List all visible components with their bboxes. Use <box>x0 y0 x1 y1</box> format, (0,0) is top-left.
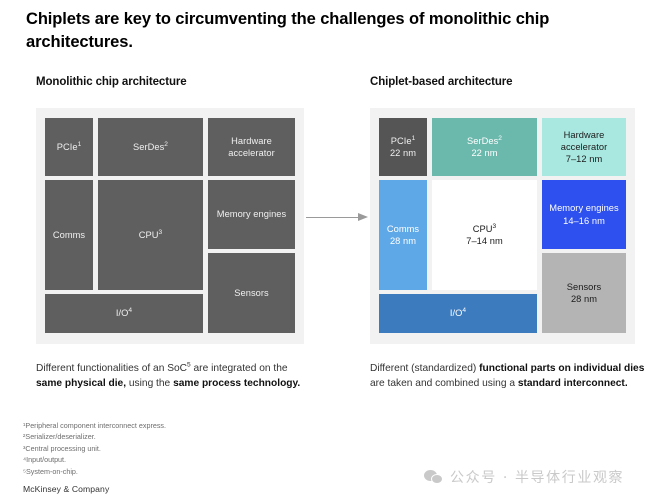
flow-arrow-icon <box>306 213 368 222</box>
wechat-icon <box>424 469 443 485</box>
chiplet-io-label: I/O <box>449 308 463 319</box>
footnote-4: ⁴Input/output. <box>23 455 67 465</box>
mono-memory-label: Memory engines <box>216 209 287 220</box>
arrow-shaft <box>306 217 358 218</box>
monolithic-diagram-panel: PCIe1 SerDes2 Hardware accelerator Comms… <box>36 108 304 344</box>
right-panel-heading: Chiplet-based architecture <box>370 76 513 88</box>
mono-caption-text-2: are integrated on the <box>190 363 288 374</box>
arrow-head <box>358 213 368 221</box>
mono-block-sensors: Sensors <box>208 253 295 333</box>
chiplet-block-memory-engines: Memory engines 14–16 nm <box>542 180 626 249</box>
page-title: Chiplets are key to circumventing the ch… <box>26 10 550 51</box>
chiplet-pcie-node: 22 nm <box>389 148 417 158</box>
mono-block-pcie: PCIe1 <box>45 118 93 176</box>
chiplet-diagram-panel: PCIe1 22 nm SerDes2 22 nm Hardware accel… <box>370 108 635 344</box>
mono-block-io: I/O4 <box>45 294 203 333</box>
mono-cpu-label: CPU <box>138 229 159 240</box>
mono-caption-footnote-marker: 5 <box>187 361 191 369</box>
mono-serdes-footnote-marker: 2 <box>164 140 169 148</box>
chiplet-block-hardware-accelerator: Hardware accelerator 7–12 nm <box>542 118 626 176</box>
chiplet-serdes-footnote-marker: 2 <box>498 134 503 142</box>
mono-hwaccel-label: Hardware accelerator <box>228 135 275 158</box>
chiplet-caption-text-2: are taken and combined using a <box>370 377 518 389</box>
mono-block-cpu: CPU3 <box>98 180 203 290</box>
chiplet-comms-node: 28 nm <box>389 236 417 246</box>
chiplet-hwaccel-label: Hardware accelerator <box>560 129 608 152</box>
mono-block-memory-engines: Memory engines <box>208 180 295 249</box>
mono-pcie-label: PCIe <box>56 141 78 152</box>
mono-block-serdes: SerDes2 <box>98 118 203 176</box>
chiplet-cpu-node: 7–14 nm <box>466 236 503 246</box>
mono-caption-text-3: using the <box>126 377 174 389</box>
footnote-3: ³Central processing unit. <box>23 443 101 453</box>
footnotes: ¹Peripheral component interconnect expre… <box>23 420 423 477</box>
chiplet-caption-bold-1: functional parts on individual dies <box>479 363 645 374</box>
chiplet-pcie-label: PCIe <box>390 135 412 146</box>
chiplet-cpu-label: CPU <box>472 223 493 234</box>
footnote-2: ²Serializer/deserializer. <box>23 432 96 442</box>
chiplet-sensors-node: 28 nm <box>570 294 598 304</box>
footnote-1: ¹Peripheral component interconnect expre… <box>23 421 167 430</box>
wechat-bubble-back <box>424 469 437 481</box>
chiplet-io-footnote-marker: 4 <box>462 307 467 315</box>
chiplet-caption-bold-2: standard interconnect. <box>517 377 628 389</box>
chiplet-block-pcie: PCIe1 22 nm <box>379 118 427 176</box>
chiplet-block-serdes: SerDes2 22 nm <box>432 118 537 176</box>
monolithic-caption: Different functionalities of an SoC5 are… <box>36 362 316 392</box>
chiplet-caption: Different (standardized) functional part… <box>370 362 655 392</box>
mono-block-hardware-accelerator: Hardware accelerator <box>208 118 295 176</box>
chiplet-memory-label: Memory engines <box>549 203 619 214</box>
chiplet-serdes-node: 22 nm <box>471 148 498 158</box>
chiplet-cpu-footnote-marker: 3 <box>492 222 497 230</box>
watermark-text: 公众号 · 半导体行业观察 <box>450 470 625 486</box>
chiplet-block-cpu: CPU3 7–14 nm <box>432 180 537 290</box>
mono-io-footnote-marker: 4 <box>128 307 133 315</box>
chiplet-block-comms: Comms 28 nm <box>379 180 427 290</box>
chiplet-serdes-label: SerDes <box>466 135 499 146</box>
chiplet-pcie-footnote-marker: 1 <box>411 134 416 142</box>
chiplet-block-sensors: Sensors 28 nm <box>542 253 626 333</box>
wechat-watermark: 公众号 · 半导体行业观察 <box>424 467 624 487</box>
chiplet-sensors-label: Sensors <box>566 281 602 292</box>
wechat-bubble-front <box>431 473 443 484</box>
footnote-5: ⁵System-on-chip. <box>23 466 78 476</box>
mono-caption-bold-2: same process technology. <box>173 377 301 389</box>
left-panel-heading: Monolithic chip architecture <box>36 76 187 88</box>
chiplet-hwaccel-node: 7–12 nm <box>565 154 603 165</box>
mono-caption-text-1: Different functionalities of an SoC <box>36 363 188 374</box>
mono-pcie-footnote-marker: 1 <box>77 140 82 148</box>
mono-io-label: I/O <box>115 308 129 319</box>
mono-sensors-label: Sensors <box>234 287 269 298</box>
mono-block-comms: Comms <box>45 180 93 290</box>
chiplet-memory-node: 14–16 nm <box>563 215 605 226</box>
mono-caption-bold-1: same physical die, <box>36 377 127 389</box>
brand-logo-text: McKinsey & Company <box>23 484 110 494</box>
mono-comms-label: Comms <box>52 229 86 240</box>
chiplet-comms-label: Comms <box>386 223 420 234</box>
chiplet-caption-text-1: Different (standardized) <box>370 363 480 374</box>
mono-serdes-label: SerDes <box>132 141 165 152</box>
mono-cpu-footnote-marker: 3 <box>158 228 163 236</box>
chiplet-block-io: I/O4 <box>379 294 537 333</box>
